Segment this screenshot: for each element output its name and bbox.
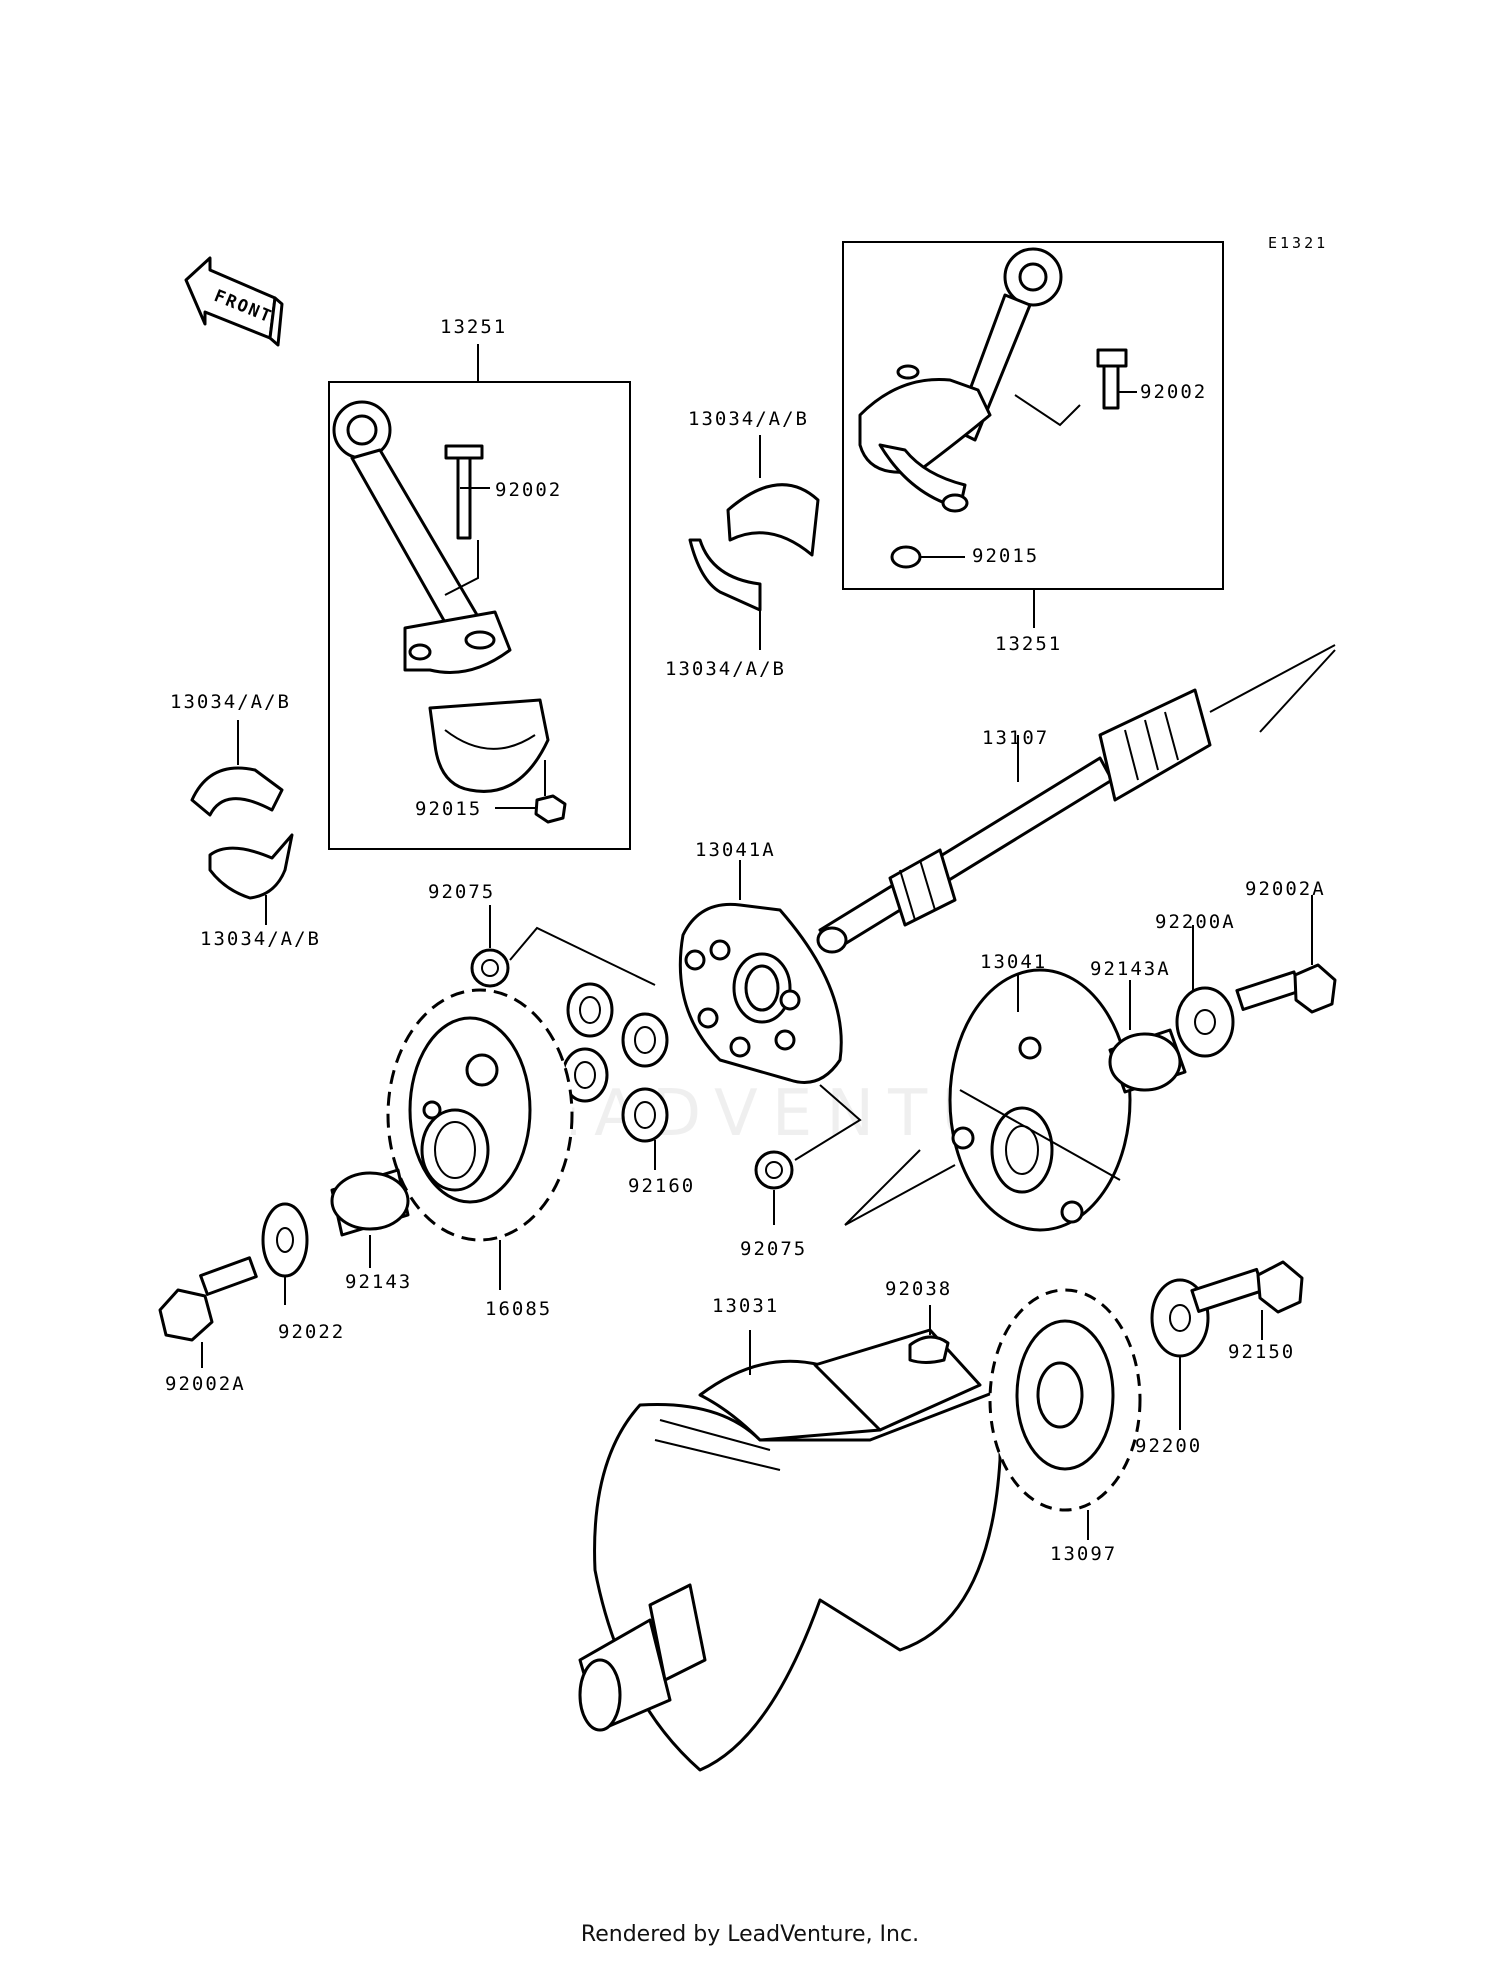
con-rod-bolt-right	[1096, 348, 1128, 410]
con-rod-bolt-left	[444, 444, 484, 540]
con-rod-nut-left	[534, 794, 567, 824]
collar-92143A	[1108, 1028, 1187, 1094]
label-13251-left: 13251	[440, 316, 507, 338]
label-13107: 13107	[982, 727, 1049, 749]
gear-16085	[386, 988, 574, 1242]
label-92002A-left: 92002A	[165, 1373, 246, 1395]
label-92038: 92038	[885, 1278, 952, 1300]
pinion-gear-92075-bottom	[754, 1150, 794, 1190]
gear-plate-13041	[948, 968, 1132, 1232]
label-92022: 92022	[278, 1321, 345, 1343]
label-92160: 92160	[628, 1175, 695, 1197]
gear-plate-13041A	[678, 902, 843, 1084]
bolt-92150	[1190, 1260, 1304, 1314]
label-13031: 13031	[712, 1295, 779, 1317]
label-13041: 13041	[980, 951, 1047, 973]
gear-13097	[988, 1288, 1142, 1512]
washer-92022	[261, 1202, 309, 1278]
bearing-half-top-mid	[688, 483, 820, 612]
label-92143: 92143	[345, 1271, 412, 1293]
con-rod-box-left	[328, 381, 631, 850]
con-rod-nut-right	[890, 545, 922, 569]
crankshaft-13031	[578, 1328, 1002, 1772]
footer-credit: Rendered by LeadVenture, Inc.	[580, 1922, 920, 1947]
diagram-code: E1321	[1268, 234, 1328, 252]
label-13034-topmid-b: 13034/A/B	[665, 658, 786, 680]
collar-92143	[330, 1168, 410, 1237]
label-92002A-right: 92002A	[1245, 878, 1326, 900]
bolt-92002A-left	[158, 1256, 258, 1342]
con-rod-cap-left	[428, 698, 550, 793]
shaft-13107	[816, 688, 1212, 954]
bearing-half-left	[190, 766, 294, 900]
label-92075-bottom: 92075	[740, 1238, 807, 1260]
label-92150: 92150	[1228, 1341, 1295, 1363]
label-92075-top: 92075	[428, 881, 495, 903]
label-13034-left-a: 13034/A/B	[170, 691, 291, 713]
roller-92160	[561, 982, 669, 1143]
label-13034-left-b: 13034/A/B	[200, 928, 321, 950]
label-92200A: 92200A	[1155, 911, 1236, 933]
label-13251-right: 13251	[995, 633, 1062, 655]
label-92015-right: 92015	[972, 545, 1039, 567]
label-92143A: 92143A	[1090, 958, 1171, 980]
label-92002-left: 92002	[495, 479, 562, 501]
label-13097: 13097	[1050, 1543, 1117, 1565]
label-16085: 16085	[485, 1298, 552, 1320]
bolt-92002A-right	[1235, 963, 1337, 1014]
label-92200: 92200	[1135, 1435, 1202, 1457]
key-92038	[908, 1335, 950, 1364]
connecting-rod-left	[332, 400, 512, 674]
label-92015-left: 92015	[415, 798, 482, 820]
washer-92200A	[1175, 986, 1235, 1058]
label-13034-topmid-a: 13034/A/B	[688, 408, 809, 430]
pinion-gear-92075-top	[470, 948, 510, 988]
label-92002-right: 92002	[1140, 381, 1207, 403]
connecting-rod-right	[858, 247, 1063, 513]
label-13041A: 13041A	[695, 839, 776, 861]
front-arrow-icon: FRONT	[184, 256, 284, 347]
